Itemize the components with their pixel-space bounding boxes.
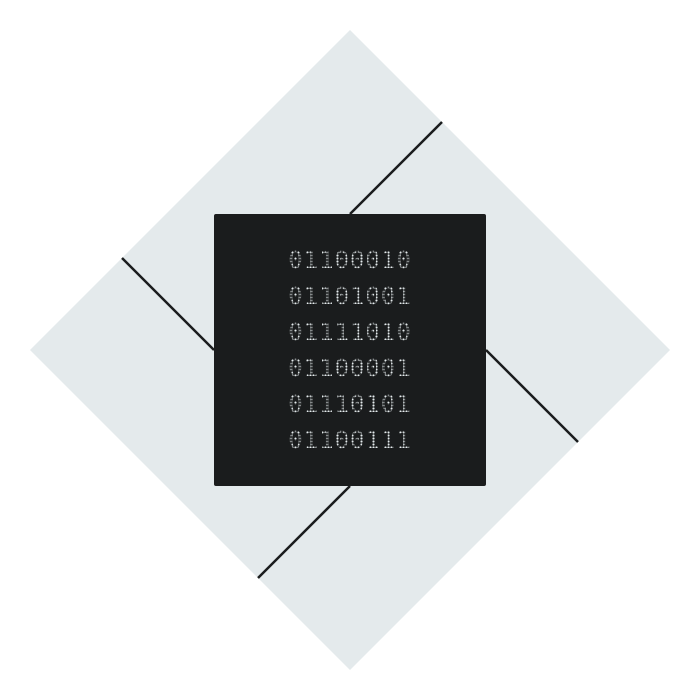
binary-line-6: 01100111	[288, 422, 412, 458]
diagonal-line-bottom-left	[257, 485, 351, 579]
diagonal-line-top-right	[349, 121, 443, 215]
binary-line-1: 01100010	[288, 242, 412, 278]
diagonal-line-right	[485, 349, 579, 443]
dark-square-panel-bg	[214, 214, 486, 486]
diagonal-line-left	[121, 257, 215, 351]
binary-code-panel: 01100010 01101001 01111010 01100001 0111…	[214, 214, 486, 486]
binary-line-3: 01111010	[288, 314, 412, 350]
binary-line-4: 01100001	[288, 350, 412, 386]
binary-line-5: 01110101	[288, 386, 412, 422]
binary-line-2: 01101001	[288, 278, 412, 314]
